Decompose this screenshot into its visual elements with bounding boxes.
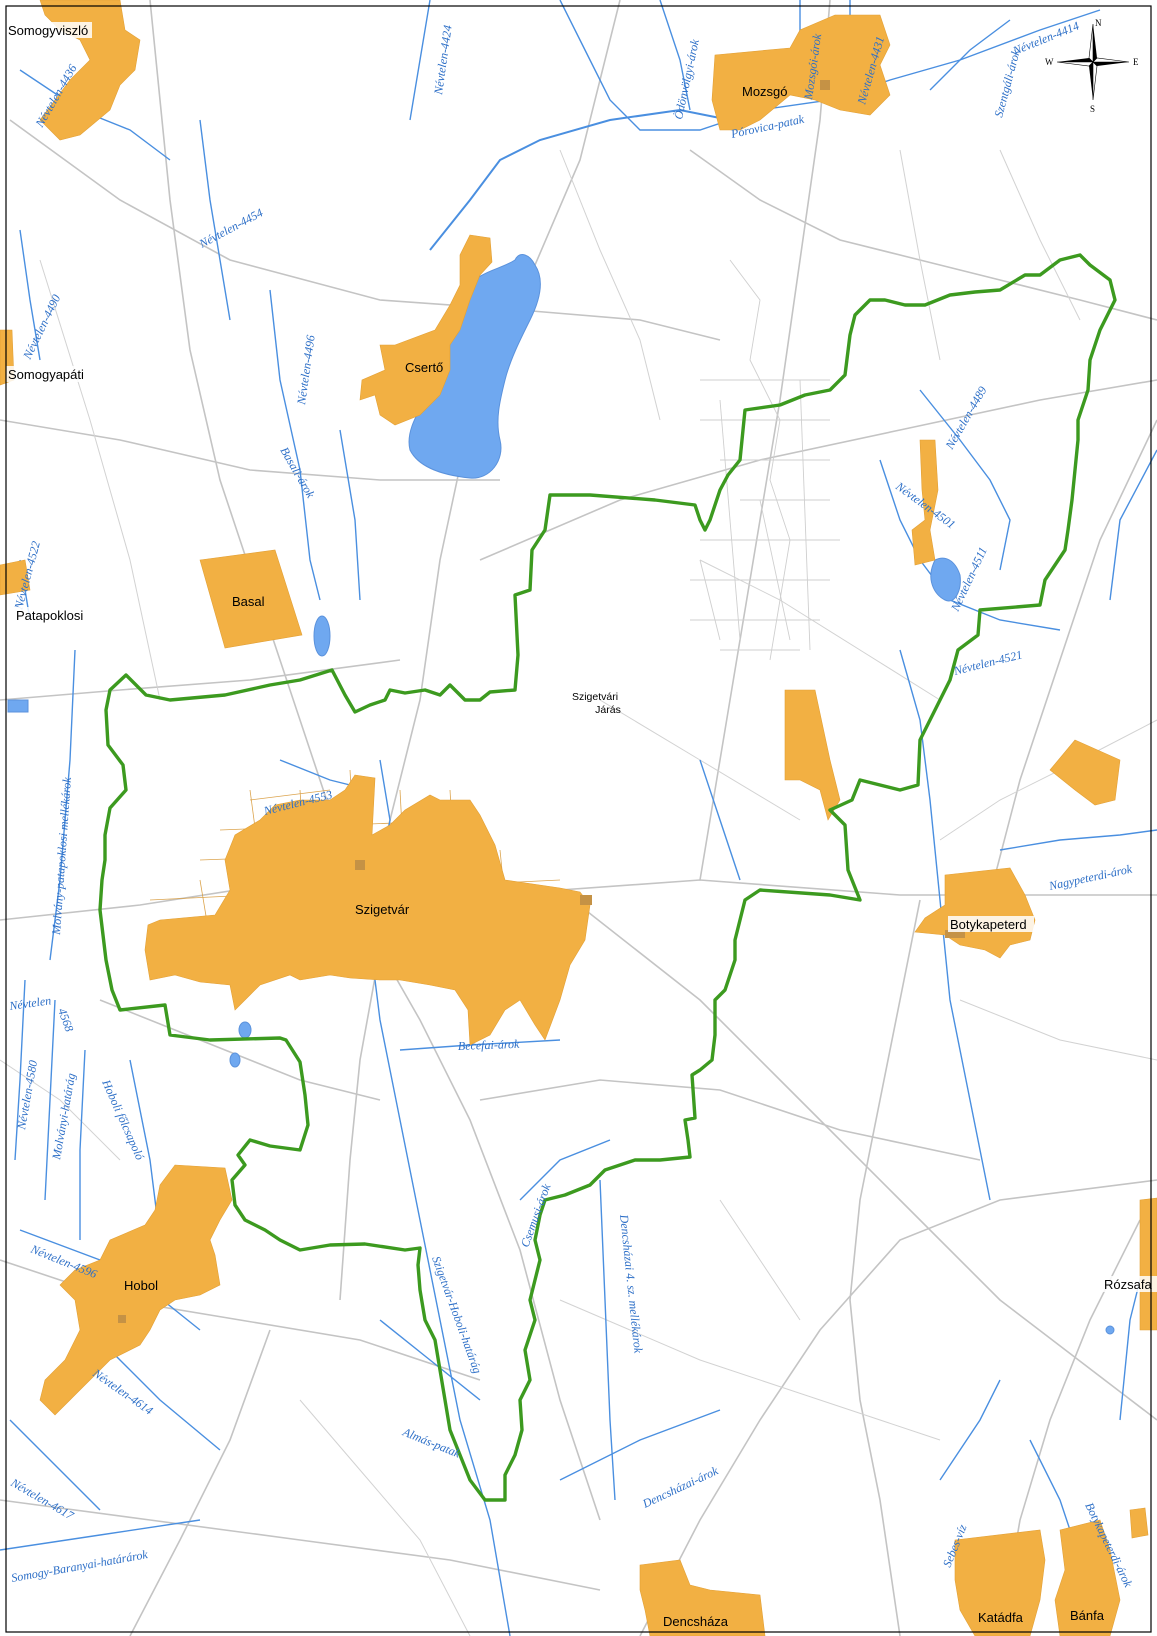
settlement-label-patapoklosi: Patapoklosi: [16, 608, 83, 623]
district-boundary: [98, 253, 1117, 1502]
settlement-label-dencshaza: Dencsháza: [663, 1614, 729, 1629]
settlement-label-botykapeterd: Botykapeterd: [950, 917, 1027, 932]
settlement-label-somogyviszlo: Somogyviszló: [8, 23, 88, 38]
settlement-labels: Somogyviszló Somogyapáti Patapoklosi Moz…: [6, 22, 1157, 1629]
settlement-label-mozsgo: Mozsgó: [742, 84, 788, 99]
settlement-label-szigetvar: Szigetvár: [355, 902, 410, 917]
compass-w: W: [1045, 57, 1054, 67]
district-label-line1: Szigetvári: [572, 691, 618, 703]
settlement-label-basal: Basal: [232, 594, 265, 609]
compass-rose: N S E W: [1045, 18, 1139, 114]
map-frame: [5, 5, 1152, 1633]
compass-n: N: [1095, 18, 1102, 28]
waterway-label: Névtelen: [7, 993, 52, 1013]
settlement-label-somogyapati: Somogyapáti: [8, 367, 84, 382]
settlement-label-rozsafa: Rózsafa: [1104, 1277, 1152, 1292]
settlement-label-banfa: Bánfa: [1070, 1608, 1105, 1623]
settlement-label-hobol: Hobol: [124, 1278, 158, 1293]
waterway-label: Becefai-árok: [458, 1037, 521, 1053]
settlement-label-katadfa: Katádfa: [978, 1610, 1024, 1625]
district-label-line2: Járás: [595, 704, 621, 716]
settlement-label-cserto: Csertő: [405, 360, 443, 375]
compass-e: E: [1133, 57, 1139, 67]
compass-s: S: [1090, 104, 1095, 114]
